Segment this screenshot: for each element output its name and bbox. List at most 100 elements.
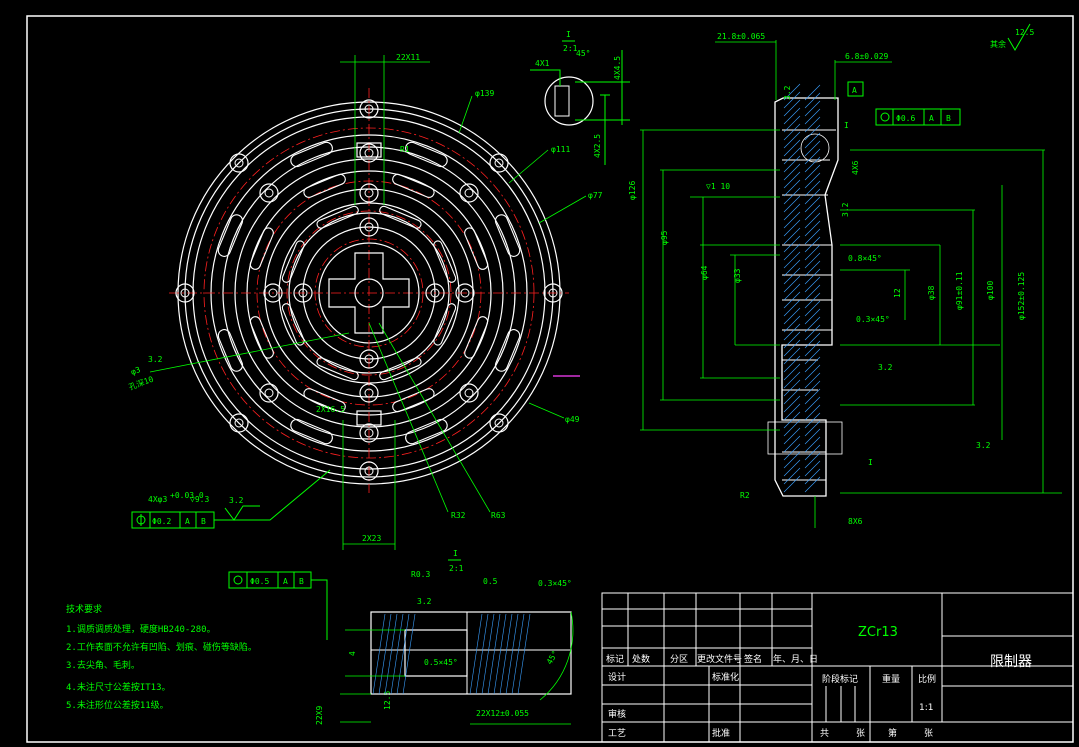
tb-sheets: 张 — [856, 728, 865, 739]
hole-tol: +0.03 0 — [170, 491, 204, 500]
section-outline — [774, 97, 839, 497]
slot-hatch — [487, 613, 501, 695]
hatch-line — [783, 339, 801, 357]
hatch-line — [804, 292, 821, 309]
slot-chamfer-mid: 0.5×45° — [424, 658, 458, 667]
hatch-line — [804, 412, 821, 429]
hatch-line — [783, 315, 801, 333]
detail-I-4x4-5: 4X4.5 — [613, 56, 622, 80]
hatch-line — [783, 459, 801, 477]
hatch-line — [804, 276, 821, 293]
title-block — [601, 592, 1074, 743]
arc-slot — [433, 240, 457, 283]
arc-slot — [494, 214, 521, 257]
tb-mark: 标记 — [606, 653, 624, 665]
hatch-line — [783, 147, 801, 165]
bolt-hole-inner — [364, 222, 374, 232]
rough-32-right: 3.2 — [976, 441, 991, 450]
slot-12-5: 12.5 — [383, 691, 392, 710]
bolt-hole — [259, 383, 279, 403]
hatch-line — [783, 187, 801, 205]
arc-slot — [303, 388, 346, 413]
slot-outline — [370, 611, 572, 695]
hatch-line — [783, 283, 801, 301]
hatch-line — [804, 468, 821, 485]
bolt-hole — [293, 283, 313, 303]
arc-slot — [249, 316, 274, 359]
hatch-line — [783, 203, 801, 221]
slot-detail-view: I 2:1 Φ0.5 A B R0.3 0.5 0.3×45° 3.2 0.5×… — [228, 549, 574, 725]
notes-heading: 技术要求 — [66, 603, 102, 615]
dim-2x16-5: 2X16.5 — [316, 405, 345, 414]
tb-zone: 分区 — [670, 654, 688, 665]
dim-dia-38: φ38 — [927, 285, 936, 300]
bolt-hole-inner — [494, 418, 504, 428]
bolt-hole-inner — [464, 388, 474, 398]
hatch-line — [783, 267, 801, 285]
arc-slot — [464, 316, 489, 359]
hatch-line — [804, 100, 821, 117]
leader-line — [378, 322, 491, 513]
hatch-line — [783, 243, 801, 261]
hatch-line — [783, 451, 801, 469]
bolt-hole-inner — [234, 418, 244, 428]
drawing-border — [26, 15, 1074, 743]
hatch-line — [804, 236, 821, 253]
slot-hatch — [475, 613, 489, 695]
slot-hatch — [396, 613, 410, 695]
hole-left-spec: φ3 — [130, 365, 142, 377]
leader-line — [149, 332, 350, 373]
tol-sec-a: A — [929, 114, 934, 123]
bolt-hole — [425, 283, 445, 303]
arc-slot — [405, 141, 448, 168]
tb-date: 年、月、日 — [773, 653, 818, 665]
bolt-hole-inner — [364, 428, 374, 438]
arc-slot — [464, 227, 489, 270]
hatch-line — [783, 475, 801, 493]
arc-slot — [494, 329, 521, 372]
bolt-hole — [489, 413, 509, 433]
detail-I-angle: 45° — [576, 49, 590, 58]
hatch-line — [804, 220, 821, 237]
tb-stage: 阶段标记 — [822, 673, 858, 685]
note-5: 5.未注形位公差按11级。 — [66, 699, 169, 711]
hatch-line — [783, 379, 801, 397]
hatch-line — [783, 227, 801, 245]
hatch-line — [783, 355, 801, 373]
tb-sign: 签名 — [744, 653, 762, 665]
remaining-label: 其余 — [990, 39, 1006, 49]
hole-left-label: 孔深10 — [128, 375, 155, 392]
tol-slot-value: Φ0.5 — [250, 577, 269, 586]
rough-32-inner: 3.2 — [841, 202, 850, 217]
hatch-line — [783, 195, 801, 213]
hatch-line — [804, 356, 821, 373]
dim-6-8: 6.8±0.029 — [845, 52, 889, 61]
bolt-hole — [263, 283, 283, 303]
bolt-hole — [359, 383, 379, 403]
dim-dia-139: φ139 — [475, 89, 494, 98]
tol-frame-section — [875, 108, 961, 126]
bolt-hole — [459, 383, 479, 403]
hatch-line — [783, 427, 801, 445]
dim-dia-77: φ77 — [588, 191, 603, 200]
hatch-line — [804, 420, 821, 437]
detail-I-label: I — [566, 30, 571, 39]
hatch-line — [783, 323, 801, 341]
hatch-line — [804, 180, 821, 197]
hatch-line — [804, 348, 821, 365]
hatch-line — [804, 268, 821, 285]
tb-count: 处数 — [632, 653, 650, 665]
arc-slot — [392, 173, 435, 198]
hatch-line — [804, 188, 821, 205]
slot-dim-4: 4 — [348, 651, 357, 656]
key-slot-top — [356, 142, 382, 158]
slot-chamfer-top: 0.3×45° — [538, 579, 572, 588]
hatch-line — [783, 179, 801, 197]
note-2: 2.工作表面不允许有凹陷、划痕、碰伤等缺陷。 — [66, 641, 257, 653]
hatch-line — [804, 372, 821, 389]
chamfer-0-3: 0.3×45° — [856, 315, 890, 324]
arc-slot — [316, 357, 359, 381]
arc-slot — [433, 303, 457, 346]
dim-dia-111: φ111 — [551, 145, 570, 154]
bolt-hole — [489, 153, 509, 173]
